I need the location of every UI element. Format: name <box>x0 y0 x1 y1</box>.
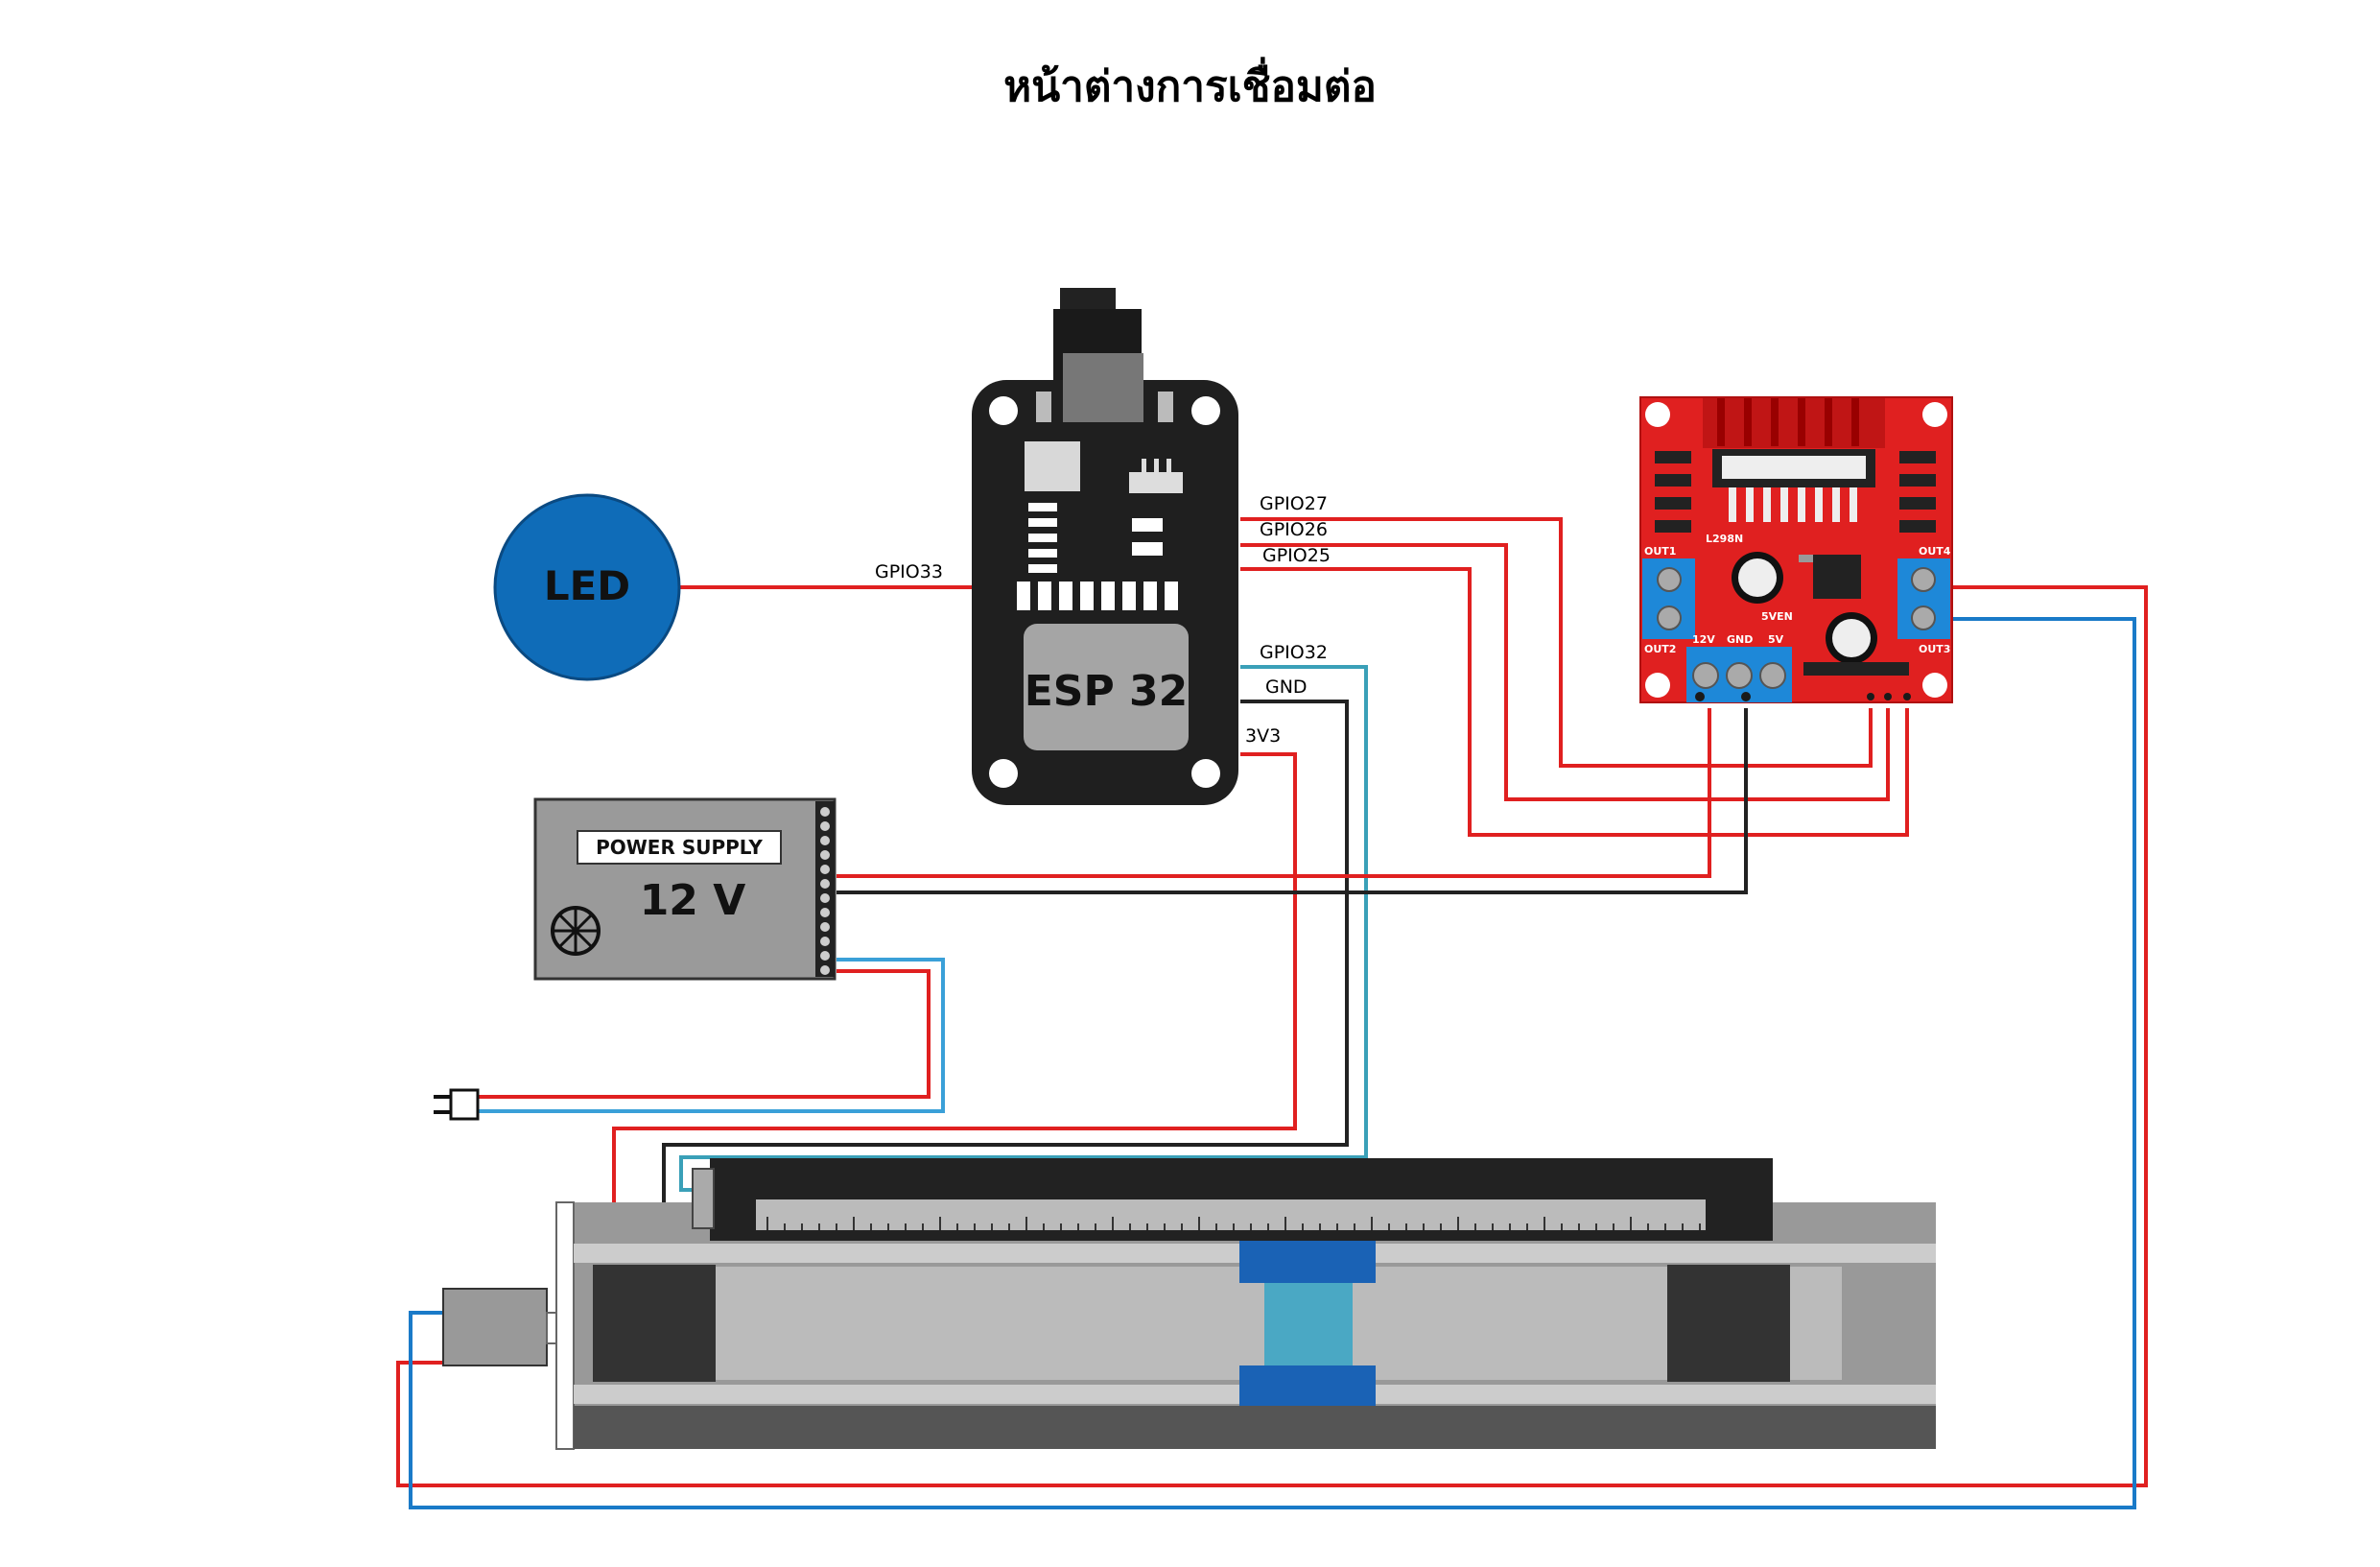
pin-gpio27: GPIO27 <box>1260 493 1328 514</box>
power-supply: POWER SUPPLY 12 V <box>533 797 837 981</box>
wire-gpio25 <box>1240 567 1909 837</box>
ac-plug-icon <box>434 1088 480 1121</box>
wire-gpio32 <box>679 665 1368 1192</box>
driver-chip-label: L298N <box>1706 533 1743 545</box>
wire-psu-12v <box>837 708 1711 878</box>
driver-12v: 12V <box>1692 633 1715 646</box>
psu-voltage: 12 V <box>640 876 746 925</box>
driver-gnd: GND <box>1727 633 1753 646</box>
l298n-driver: L298N OUT1 OUT2 OU <box>1639 396 1953 703</box>
driver-out3: OUT3 <box>1919 643 1950 655</box>
driver-5ven: 5VEN <box>1761 610 1793 623</box>
driver-out4: OUT4 <box>1919 545 1951 558</box>
wire-gpio26 <box>1240 543 1890 801</box>
wire-psu-ac-red <box>475 969 931 1099</box>
wire-psu-gnd <box>837 708 1748 894</box>
pin-3v3: 3V3 <box>1245 725 1281 747</box>
driver-out2: OUT2 <box>1644 643 1676 655</box>
page-title: หน้าต่างการเชื่อมต่อ <box>1003 62 1377 111</box>
wire-motor-blue <box>409 617 2136 1509</box>
wire-psu-ac-blue <box>475 958 945 1113</box>
pin-gnd: GND <box>1265 677 1308 698</box>
led-circle <box>493 493 681 681</box>
esp32-label: ESP 32 <box>1025 667 1189 716</box>
wire-gpio27 <box>1240 517 1873 768</box>
linear-actuator <box>442 1158 1936 1450</box>
pin-gpio25: GPIO25 <box>1262 545 1331 566</box>
wires <box>396 517 2148 1509</box>
driver-5v: 5V <box>1768 633 1784 646</box>
led-component: LED <box>493 493 681 681</box>
psu-label: POWER SUPPLY <box>596 836 763 859</box>
wire-motor-red <box>396 585 2148 1487</box>
pin-gpio26: GPIO26 <box>1260 519 1328 540</box>
pin-gpio33: GPIO33 <box>875 561 943 582</box>
pin-gpio32: GPIO32 <box>1260 642 1328 663</box>
led-label: LED <box>544 562 630 609</box>
driver-out1: OUT1 <box>1644 545 1676 558</box>
esp32-board: ESP 32 <box>972 288 1238 805</box>
